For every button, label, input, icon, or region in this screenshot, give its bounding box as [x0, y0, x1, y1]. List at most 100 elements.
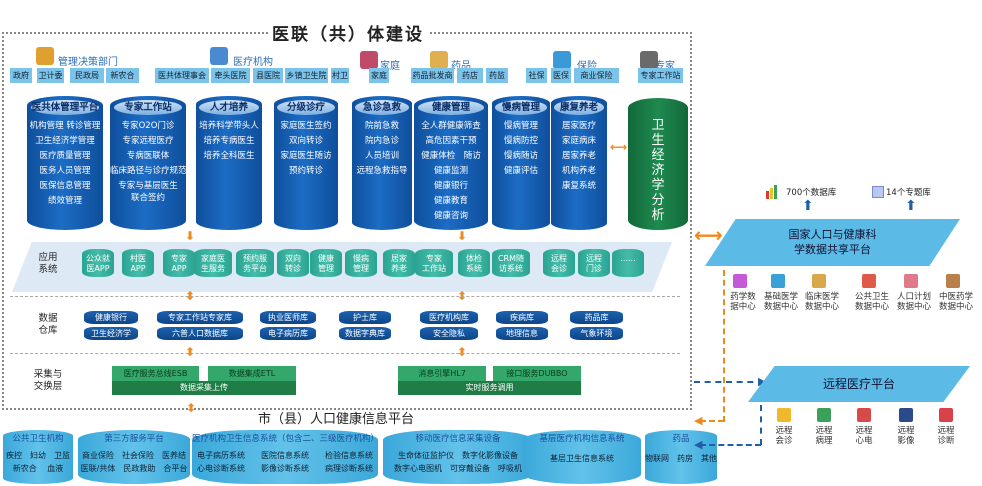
double-arrow-icon: ⟷	[694, 223, 723, 247]
divider	[10, 353, 680, 354]
bottom-system-title: 公共卫生机构	[12, 434, 64, 444]
remote-item-label[interactable]: 远程会诊	[767, 426, 801, 446]
bottom-system-row: 电子病历系统 医院信息系统 检验信息系统	[197, 451, 373, 460]
label-line: 远程	[855, 426, 873, 436]
bottom-system: 基层医疗机构信息系统基层卫生信息系统	[523, 430, 641, 484]
pillar-item: 专家O2O门诊	[121, 121, 175, 131]
app-label-line: 公众就	[86, 254, 110, 263]
bottom-system: 移动医疗信息采集设备生命体征监护仪 数字化影像设备数字心电图机 可穿戴设备 呼吸…	[383, 430, 533, 484]
pillar-title: 急诊急救	[355, 100, 409, 115]
pillar-item: 专病医联体	[126, 151, 170, 161]
pillar-item: 家庭医生签约	[280, 121, 332, 131]
bottom-system: 第三方服务平台商业保险 社会保险 医养结医联/共体 民政救助 合平台	[78, 430, 190, 484]
etl-box: 数据集成ETL	[208, 366, 296, 381]
medkit-icon	[777, 408, 791, 422]
house-icon	[36, 47, 54, 65]
platform-title-line: 学数据共享平台	[794, 243, 871, 256]
up-arrow-icon: ⬆	[802, 198, 814, 214]
updown-arrow-icon: ⬍	[185, 345, 196, 359]
remote-item-label[interactable]: 远程心电	[847, 426, 881, 446]
database: 数据字典库	[339, 327, 391, 340]
pillar-title: 康复养老	[553, 100, 605, 115]
pillar-items: 培养科学带头人培养专病医生培养全科医生	[196, 119, 262, 164]
remote-item-label[interactable]: 远程影像	[889, 426, 923, 446]
label-line: 数据中心	[804, 302, 839, 312]
analysis-label: 卫生经济学分析	[651, 118, 665, 223]
bottom-system-title: 基层医疗机构信息系统	[539, 434, 625, 444]
pillar-item: 远程急救指导	[356, 166, 408, 176]
app-label-line: 务平台	[243, 264, 267, 273]
label-line: 数据中心	[896, 302, 931, 312]
binders-icon	[862, 274, 876, 288]
database: 护士库	[339, 311, 391, 324]
left-arrow-icon: ◀	[694, 414, 703, 427]
label-line: 病理	[815, 436, 833, 446]
label-line: 诊断	[937, 436, 955, 446]
app-item[interactable]: CRM随访系统	[492, 249, 530, 277]
pillar-item: 医疗质量管理	[39, 151, 91, 161]
app-label-line: 生服务	[201, 264, 225, 273]
database: 卫生经济学	[84, 327, 138, 340]
label-line: 影像	[897, 436, 915, 446]
bottom-system-title: 药品	[672, 434, 690, 444]
upload-bar: 数据采集上传	[112, 381, 296, 395]
bottom-system-row: 生命体征监护仪 数字化影像设备	[398, 451, 518, 460]
app-label-line: 慢病	[353, 254, 369, 263]
bottom-system: 药品物联网 药房 其他	[645, 430, 717, 484]
remote-item-label[interactable]: 远程诊断	[929, 426, 963, 446]
remote-item-label[interactable]: 远程病理	[807, 426, 841, 446]
app-item[interactable]: 远程门诊	[578, 249, 610, 277]
app-item[interactable]: 慢病管理	[345, 249, 377, 277]
pillar-items: 慢病管理慢病防控慢病随访健康评估	[492, 119, 550, 179]
label-line: 药学数	[730, 292, 756, 302]
pillar-item: 机构管理 转诊管理	[29, 121, 101, 131]
app-item[interactable]: 预约服务平台	[236, 249, 274, 277]
pillar-item: 高危因素干预	[425, 136, 477, 146]
app-label-line: 体检	[466, 254, 482, 263]
app-label-line: 系统	[466, 264, 482, 273]
layer-label-app: 应用系统	[28, 252, 68, 276]
app-item[interactable]: 远程会诊	[543, 249, 575, 277]
group-title: 医疗机构	[233, 57, 273, 68]
pillar-item: 卫生经济学管理	[35, 136, 95, 146]
app-label-line: 访系统	[499, 264, 523, 273]
bottom-system-title: 移动医疗信息采集设备	[415, 434, 501, 444]
app-label-line: 门诊	[586, 264, 602, 273]
pillar-title: 分级诊疗	[277, 100, 335, 115]
label-line: 数据中心	[854, 302, 889, 312]
pillar-item: 健康体检 随访	[421, 151, 481, 161]
bottom-system-row: 心电诊断系统 影像诊断系统 病理诊断系统	[197, 464, 373, 473]
data-center-label: 基础医学数据中心	[759, 292, 803, 312]
group-tag: 乡镇卫生院	[285, 68, 328, 83]
label-line: 远程	[815, 426, 833, 436]
app-item[interactable]: 双向转诊	[277, 249, 309, 277]
database: 安全隐私	[420, 327, 478, 340]
group-tag: 医保	[551, 68, 571, 83]
app-item[interactable]: 体检系统	[458, 249, 490, 277]
down-arrow-icon: ⬇	[185, 229, 196, 243]
database: 药品库	[570, 311, 623, 324]
bottom-system-rows: 物联网 药房 其他	[645, 452, 717, 465]
pillar-items: 居家医疗家庭病床居家养老机构养老康复系统	[551, 119, 607, 194]
database: 气象环境	[570, 327, 623, 340]
family-icon	[360, 51, 378, 69]
app-item[interactable]: 居家养老	[383, 249, 415, 277]
app-label-line: 健康	[318, 254, 334, 263]
app-item[interactable]: 健康管理	[310, 249, 342, 277]
layer-label-line: 采集与	[33, 369, 63, 380]
pillar: 急诊急救院前急救院内急诊人员培训远程急救指导	[352, 96, 412, 230]
app-item[interactable]: 家庭医生服务	[194, 249, 232, 277]
pillar-item: 院前急救	[364, 121, 399, 131]
pillar-item: 机构养老	[561, 166, 596, 176]
app-item[interactable]: ......	[612, 249, 644, 277]
app-label-line: 远程	[586, 254, 602, 263]
orange-connector	[700, 420, 724, 422]
realtime-bar: 实时服务调用	[398, 381, 581, 395]
pillar: 专家工作站专家O2O门诊专家远程医疗专病医联体临床路径与诊疗规范专家与基层医生联…	[110, 96, 187, 230]
app-item[interactable]: 专家工作站	[415, 249, 453, 277]
pillar-items: 家庭医生签约双向转诊家庭医生随访预约转诊	[274, 119, 338, 179]
label-line: 中医药学	[938, 292, 973, 302]
app-item[interactable]: 公众就医APP	[82, 249, 114, 277]
